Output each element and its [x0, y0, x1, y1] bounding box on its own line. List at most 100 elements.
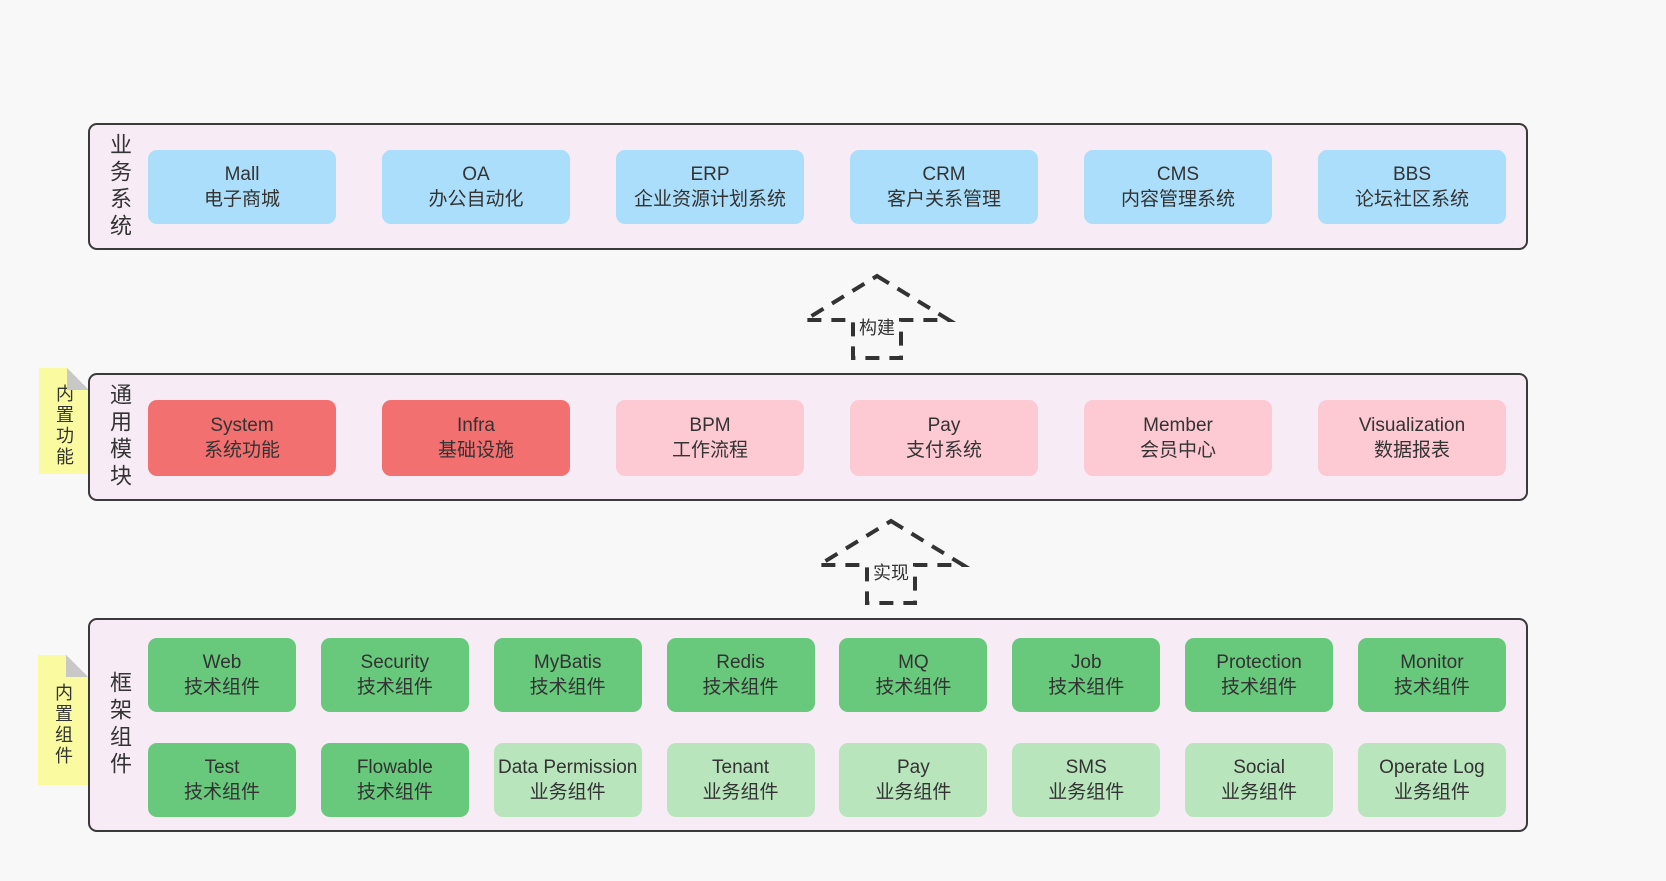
dashed-up-arrow-icon: [797, 273, 957, 360]
box-subtitle: 业务组件: [1393, 782, 1470, 803]
box-subtitle: 业务组件: [702, 782, 779, 803]
diagram-box-bbs: BBS 论坛社区系统: [1318, 150, 1506, 224]
box-title: CRM: [922, 163, 966, 185]
box-subtitle: 办公自动化: [428, 189, 524, 210]
diagram-box-operate-log: Operate Log 业务组件: [1357, 743, 1506, 817]
sticky-note-builtin-features: 内置功能: [39, 368, 89, 474]
box-subtitle: 基础设施: [437, 440, 514, 461]
box-title: SMS: [1065, 756, 1107, 778]
box-subtitle: 会员中心: [1139, 440, 1216, 461]
diagram-box-bpm: BPM 工作流程: [616, 400, 804, 476]
box-title: Web: [202, 651, 242, 673]
box-subtitle: 技术组件: [529, 677, 606, 698]
diagram-box-redis: Redis 技术组件: [666, 638, 815, 712]
box-title: Tenant: [712, 756, 770, 778]
box-title: System: [210, 414, 274, 436]
box-title: Redis: [716, 651, 765, 673]
folded-corner: [66, 655, 88, 677]
box-subtitle: 论坛社区系统: [1354, 189, 1469, 210]
box-subtitle: 技术组件: [356, 782, 433, 803]
sticky-note-label: 内置功能: [54, 384, 74, 468]
box-subtitle: 支付系统: [905, 440, 982, 461]
dashed-up-arrow-icon: [811, 518, 971, 605]
box-title: Visualization: [1358, 414, 1466, 436]
diagram-box-data-permission: Data Permission 业务组件: [493, 743, 642, 817]
arrow-label: 构建: [856, 314, 898, 340]
section-label: 通用模块: [107, 383, 132, 491]
box-row: System 系统功能 Infra 基础设施 BPM 工作流程 Pay 支付系统 Member 会…: [148, 400, 1506, 476]
box-subtitle: 技术组件: [875, 677, 952, 698]
box-title: MyBatis: [533, 651, 602, 673]
diagram-box-tenant: Tenant 业务组件: [666, 743, 815, 817]
box-subtitle: 技术组件: [356, 677, 433, 698]
folded-corner: [67, 368, 89, 390]
diagram-box-flowable: Flowable 技术组件: [320, 743, 469, 817]
diagram-box-social: Social 业务组件: [1185, 743, 1334, 817]
box-subtitle: 技术组件: [1221, 677, 1298, 698]
box-subtitle: 企业资源计划系统: [633, 189, 786, 210]
section-label: 业务系统: [107, 132, 132, 241]
box-subtitle: 技术组件: [183, 677, 260, 698]
diagram-box-test: Test 技术组件: [148, 743, 296, 817]
box-title: Mall: [224, 163, 260, 185]
box-title: ERP: [690, 163, 730, 185]
section-business-systems: 业务系统 Mall 电子商城 OA 办公自动化 ERP 企业资源计划系统 CRM 客户关系管理…: [88, 123, 1528, 250]
box-subtitle: 工作流程: [671, 440, 748, 461]
box-title: Protection: [1216, 651, 1302, 673]
arrow-label: 实现: [870, 559, 912, 585]
box-subtitle: 客户关系管理: [886, 189, 1001, 210]
diagram-box-mybatis: MyBatis 技术组件: [493, 638, 642, 712]
box-subtitle: 业务组件: [1221, 782, 1298, 803]
box-subtitle: 系统功能: [203, 440, 280, 461]
box-title: BBS: [1392, 163, 1432, 185]
box-title: Pay: [927, 414, 961, 436]
box-title: Member: [1143, 414, 1213, 436]
box-subtitle: 业务组件: [1048, 782, 1125, 803]
diagram-box-monitor: Monitor 技术组件: [1357, 638, 1506, 712]
box-subtitle: 技术组件: [183, 782, 260, 803]
diagram-box-pay: Pay 支付系统: [850, 400, 1038, 476]
box-title: Pay: [897, 756, 930, 778]
diagram-box-visualization: Visualization 数据报表: [1318, 400, 1506, 476]
diagram-box-web: Web 技术组件: [148, 638, 296, 712]
box-title: MQ: [898, 651, 929, 673]
box-title: Social: [1233, 756, 1285, 778]
box-title: Infra: [456, 414, 496, 436]
sticky-note-builtin-components: 内置组件: [38, 655, 88, 785]
diagram-box-security: Security 技术组件: [320, 638, 469, 712]
box-subtitle: 数据报表: [1373, 440, 1450, 461]
box-title: Flowable: [356, 756, 433, 778]
box-title: BPM: [689, 414, 731, 436]
box-title: CMS: [1156, 163, 1200, 185]
sticky-note-label: 内置组件: [53, 683, 73, 767]
box-title: OA: [462, 163, 490, 185]
diagram-box-crm: CRM 客户关系管理: [850, 150, 1038, 224]
arrow-build: 构建: [797, 270, 957, 362]
diagram-box-mall: Mall 电子商城: [148, 150, 336, 224]
box-subtitle: 技术组件: [702, 677, 779, 698]
diagram-box-oa: OA 办公自动化: [382, 150, 570, 224]
diagram-box-infra: Infra 基础设施: [382, 400, 570, 476]
box-title: Data Permission: [497, 756, 638, 778]
box-title: Operate Log: [1379, 756, 1485, 778]
box-subtitle: 技术组件: [1393, 677, 1470, 698]
box-title: Job: [1070, 651, 1102, 673]
box-title: Security: [360, 651, 430, 673]
diagram-box-protection: Protection 技术组件: [1185, 638, 1334, 712]
diagram-box-mq: MQ 技术组件: [839, 638, 988, 712]
box-subtitle: 电子商城: [203, 189, 280, 210]
box-title: Test: [204, 756, 240, 778]
diagram-box-system: System 系统功能: [148, 400, 336, 476]
diagram-box-job: Job 技术组件: [1012, 638, 1161, 712]
box-subtitle: 业务组件: [529, 782, 606, 803]
diagram-box-member: Member 会员中心: [1084, 400, 1272, 476]
box-subtitle: 技术组件: [1048, 677, 1125, 698]
box-title: Monitor: [1400, 651, 1464, 673]
section-common-modules: 通用模块 System 系统功能 Infra 基础设施 BPM 工作流程 Pay 支付系统 Me…: [88, 373, 1528, 501]
